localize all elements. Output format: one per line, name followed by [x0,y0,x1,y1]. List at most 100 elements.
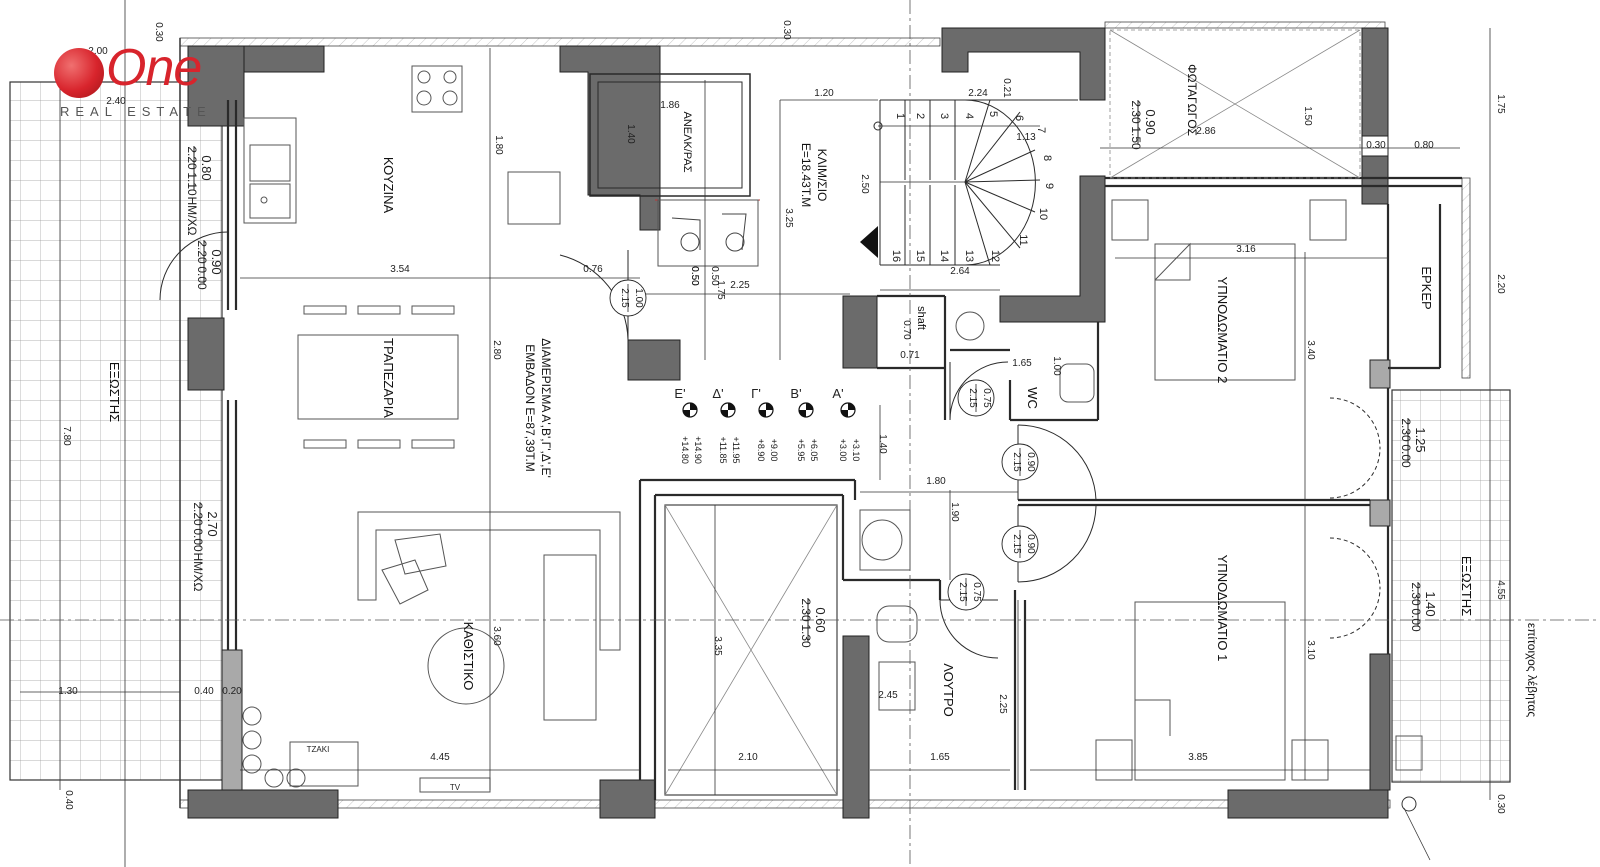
entry-door-label-height: 2.15 [619,288,630,308]
stair-step-number: 2 [914,113,926,119]
dimension-130: 1.30 [58,686,78,697]
living-door-type: ΗΜ/ΧΩ [191,553,205,592]
dimension-385: 3.85 [1188,752,1208,763]
kitchen-window-height: 2.20 [185,146,199,170]
center-window-height: 2.30 [799,598,813,622]
dimension-250: 2.50 [859,174,870,194]
level-elevation-top: +11.95 [731,436,741,463]
dimension-335: 3.35 [712,636,723,656]
dimension-225b: 2.25 [997,694,1008,714]
bath-door-label-width: 0.75 [971,582,982,602]
bed2-door-label-width: 0.90 [1025,452,1036,472]
wc-door-label-width: 0.75 [981,388,992,408]
dimension-labels: 2.002.400.400.300.303.540.762.251.801.40… [58,20,1506,814]
apartment-title: ΔΙΑΜΕΡΙΣΜΑ Α',Β',Γ',Δ',Ε' [539,338,553,478]
structural-walls [187,27,1391,819]
opening-labels: 0.802.201.10ΗΜ/ΧΩ0.902.200.002.702.200.0… [185,100,1438,648]
kitchen-door-sill: 0.00 [195,266,209,290]
section-arrow-line [1403,807,1431,861]
level-elevation-top: +9.00 [769,439,779,462]
bath-door-label-height: 2.15 [957,582,968,602]
tv-label: TV [450,783,461,792]
kitchen-door: 0.902.20 0.00 [195,240,224,290]
room-elevator: ΑΝΕΛΚ/ΡΑΣ [681,111,693,172]
stair-step-number: 14 [938,250,950,262]
dimension-190: 1.90 [949,502,960,522]
level-marker: Γ'+9.00+8.90 [751,386,779,461]
stair-up-arrow [860,226,878,258]
bath-door-label: 0.752.15 [947,573,985,611]
dimension-140a: 1.40 [625,124,636,144]
level-markers: Ε'+14.90+14.80Δ'+11.95+11.85Γ'+9.00+8.90… [674,386,861,464]
dimension-240: 2.40 [106,96,126,107]
apartment-area: ΕΜΒΑΔΟΝ Ε=87,39Τ.Μ [523,344,537,472]
living-door-sill: 0.00 [191,528,205,552]
level-marker: Δ'+11.95+11.85 [712,386,741,464]
dimension-140b: 1.40 [877,434,888,454]
center-window: 0.602.30 1.30 [799,598,828,648]
dimension-030a: 0.30 [153,22,164,42]
bed1-door-ext-sill: 0.00 [1409,608,1423,632]
lightwell-window-width: 0.90 [1143,109,1158,134]
dimension-050b: 0.50 [709,266,720,286]
bed2-door-ext-height: 2.30 [1399,418,1413,442]
dimension-340: 3.40 [1305,340,1316,360]
level-name: Δ' [712,386,723,401]
dimension-021: 0.21 [1001,78,1012,98]
room-lightwell: ΦΩΤΑΓΩΓΟΣ [1185,64,1199,136]
bed1-door-ext: 1.402.300.00 [1409,582,1438,632]
fireplace-label: ΤΖΑΚΙ [307,745,330,754]
level-marker: Ε'+14.90+14.80 [674,386,703,464]
bottom-wall-hatch [179,799,1391,809]
bed1-door-ext-height: 2.30 [1409,582,1423,606]
bed1-door-label: 0.902.15 [1001,525,1039,563]
room-exterior-right: ΕΞΩΣΤΗΣ [1459,556,1474,616]
lightwell-center [664,504,838,796]
logo-brand: One [106,39,202,97]
dimension-264: 2.64 [950,266,970,277]
room-bay: ΕΡΚΕΡ [1419,266,1434,309]
dimension-220: 2.20 [1495,274,1506,294]
center-window-width: 0.60 [813,607,828,632]
stair-step-number: 15 [914,250,926,262]
level-marker-fill [683,403,697,417]
bed2-door-ext: 1.252.300.00 [1399,418,1428,468]
living-door-width: 2.70 [205,511,220,536]
kitchen-window-width: 0.80 [199,155,214,180]
logo-tagline: REAL ESTATE [60,104,212,119]
dimension-310: 3.10 [1305,640,1316,660]
level-elevation-bottom: +3.00 [838,439,848,462]
dimension-050c: 0.50 [689,266,700,286]
wc-door-label-height: 2.15 [967,388,978,408]
room-bedroom-2: ΥΠΝΟΔΩΜΑΤΙΟ 2 [1215,277,1230,384]
level-elevation-bottom: +5.95 [796,439,806,462]
room-exterior-left: ΕΞΩΣΤΗΣ [107,362,122,422]
stair-step-number: 10 [1037,208,1049,220]
stair-step-number: 7 [1035,127,1047,133]
dimension-175a: 1.75 [715,280,726,300]
dimension-100: 1.00 [1051,356,1062,376]
kitchen-door-height: 2.20 [195,240,209,264]
kitchen-door-width: 0.90 [209,249,224,274]
dimension-165a: 1.65 [1012,358,1032,369]
entry-door-label-width: 1.00 [633,288,644,308]
level-elevation-top: +14.90 [693,436,703,464]
bed2-door-ext-width: 1.25 [1413,427,1428,452]
dimension-040b: 0.40 [194,686,214,697]
dimension-070: 0.70 [901,320,912,340]
dimension-245: 2.45 [878,690,898,701]
dimension-lines [20,0,1491,867]
dimension-210: 2.10 [738,752,758,763]
dimension-325: 3.25 [783,208,794,228]
center-window-sill: 1.30 [799,624,813,648]
dimension-455: 4.55 [1495,580,1506,600]
room-living: ΚΑΘΙΣΤΙΚΟ [461,622,476,691]
stair-step-number: 11 [1017,234,1029,245]
staircase [873,99,1078,266]
stair-step-number: 16 [890,250,902,262]
balcony-left-tiles [9,81,223,781]
